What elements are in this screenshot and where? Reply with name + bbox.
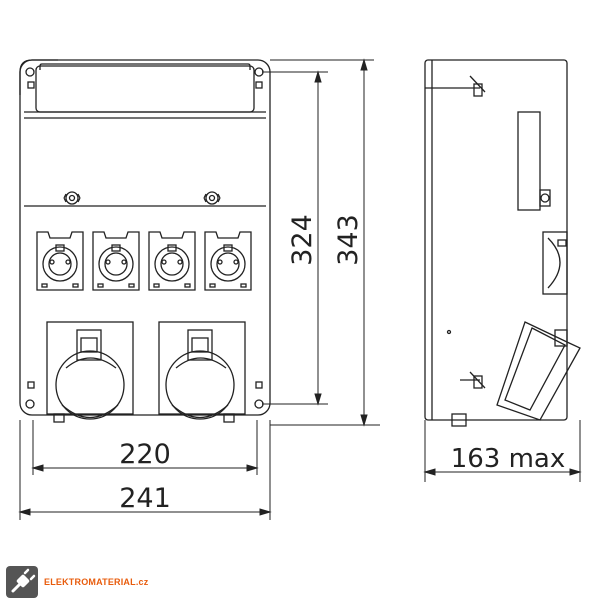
brand-logo[interactable]: ELEKTROMATERIAL.cz <box>6 566 148 598</box>
plug-icon <box>6 566 38 598</box>
socket-230v-1 <box>36 231 84 291</box>
industrial-socket-1 <box>46 321 134 420</box>
mounting-ear-top-left <box>19 59 58 95</box>
front-view <box>19 59 271 423</box>
dim-width-inner-label: 220 <box>119 439 171 470</box>
dimension-line-depth <box>423 420 582 482</box>
dimension-lines-front <box>18 58 380 520</box>
dim-height-inner-label: 324 <box>287 214 318 266</box>
side-small-socket <box>542 231 568 295</box>
side-industrial-socket <box>496 321 581 421</box>
brand-name: ELEKTROMATERIAL.cz <box>44 577 149 587</box>
enclosure-outline <box>19 59 271 416</box>
socket-230v-4 <box>204 231 252 291</box>
industrial-socket-2 <box>158 321 246 420</box>
socket-230v-3 <box>148 231 196 291</box>
cover-screw-left <box>63 191 81 205</box>
dim-depth-label: 163 max <box>451 444 566 474</box>
dim-width-outer-label: 241 <box>119 483 171 514</box>
side-enclosure <box>424 59 568 421</box>
cover-screw-right <box>203 191 221 205</box>
top-cover-panel <box>35 65 255 113</box>
dim-height-outer-label: 343 <box>333 214 364 266</box>
socket-230v-2 <box>92 231 140 291</box>
side-view <box>424 59 581 427</box>
